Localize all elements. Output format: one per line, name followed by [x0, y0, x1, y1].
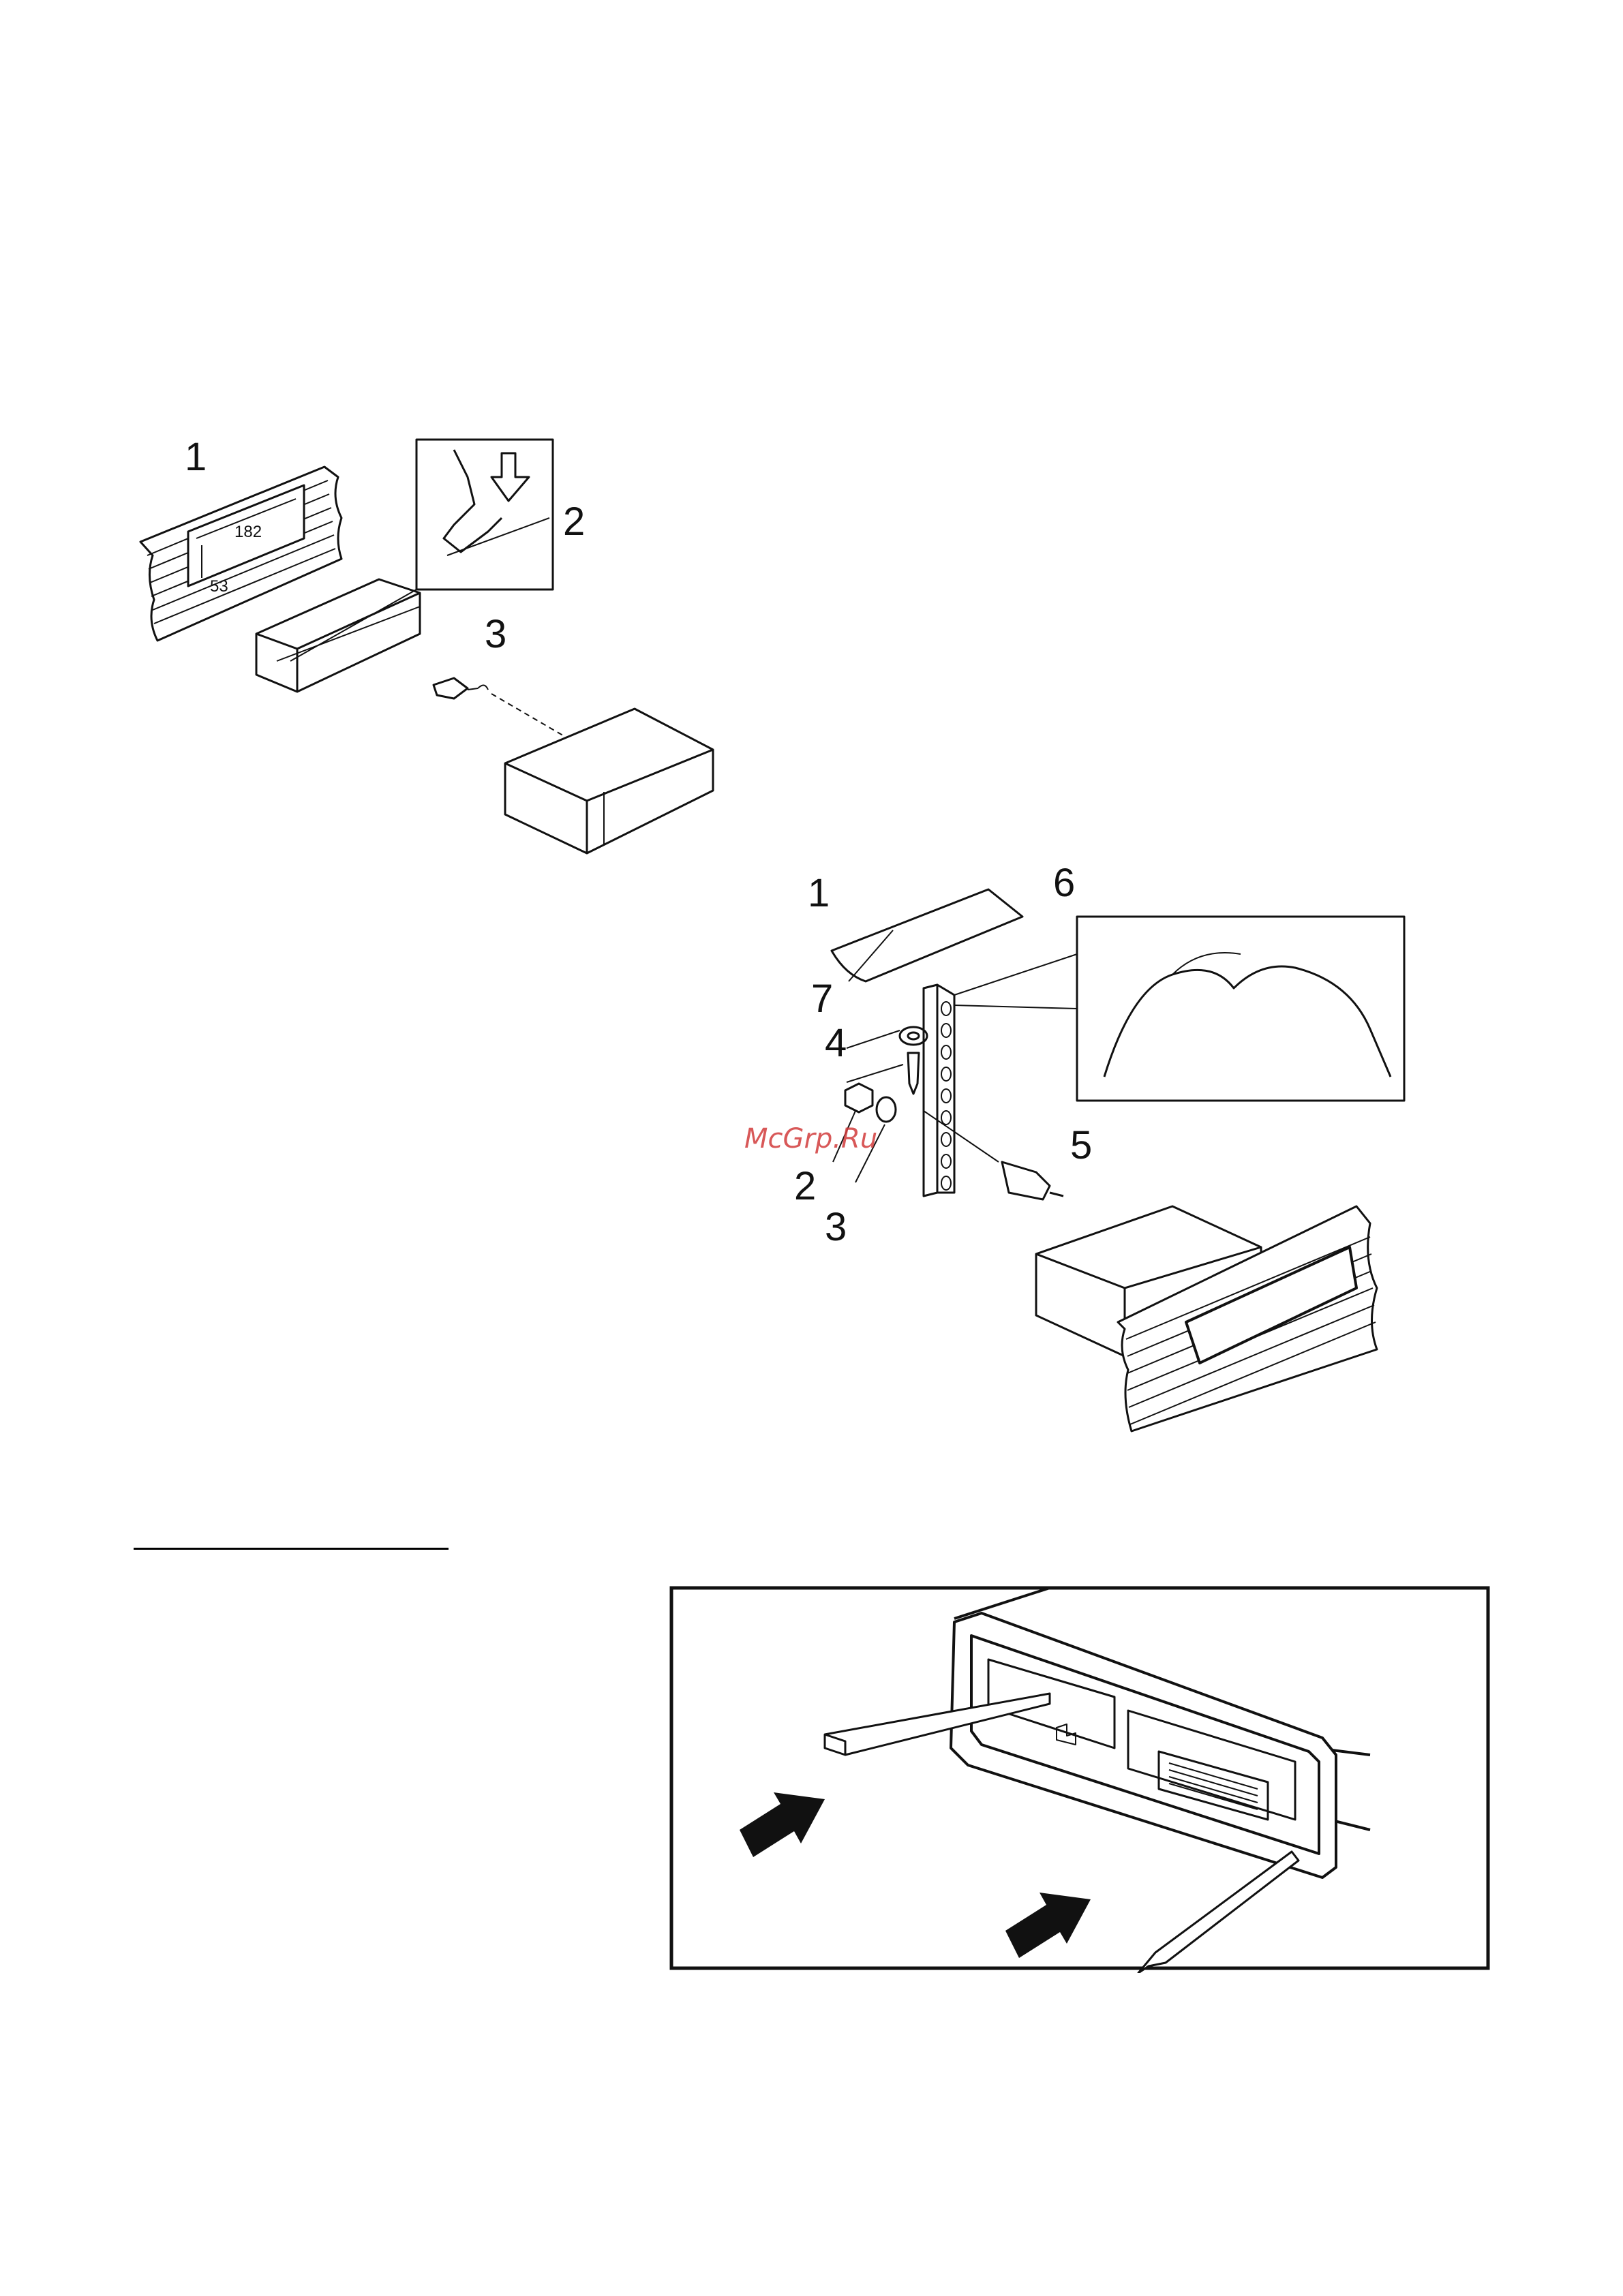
bracket-callout-5: 5 [1070, 1123, 1092, 1167]
din-callout-2: 2 [563, 500, 585, 544]
bracket-callout-2: 2 [794, 1164, 816, 1208]
section-underline-rule [134, 1548, 449, 1550]
bracket-callout-4: 4 [825, 1021, 847, 1065]
removal-illustration [668, 1585, 1493, 1973]
din-callout-1: 1 [185, 436, 207, 479]
bracket-callout-7: 7 [811, 977, 833, 1021]
figure-bracket-mount: 1 2 3 4 5 6 7 [791, 852, 1418, 1438]
figure-removal [668, 1585, 1493, 1973]
din-mount-illustration: 1 2 3 182 53 [134, 436, 733, 872]
din-dim-height: 53 [210, 577, 228, 596]
din-dim-width: 182 [234, 523, 262, 541]
bracket-callout-1: 1 [808, 871, 830, 915]
bracket-mount-illustration: 1 2 3 4 5 6 7 [791, 852, 1418, 1438]
watermark-text: McGrp.Ru [744, 1123, 877, 1154]
din-callout-3: 3 [485, 612, 506, 656]
figure-din-mount: 1 2 3 182 53 [134, 436, 733, 872]
bracket-callout-6: 6 [1053, 861, 1075, 905]
bracket-callout-3: 3 [825, 1205, 847, 1249]
